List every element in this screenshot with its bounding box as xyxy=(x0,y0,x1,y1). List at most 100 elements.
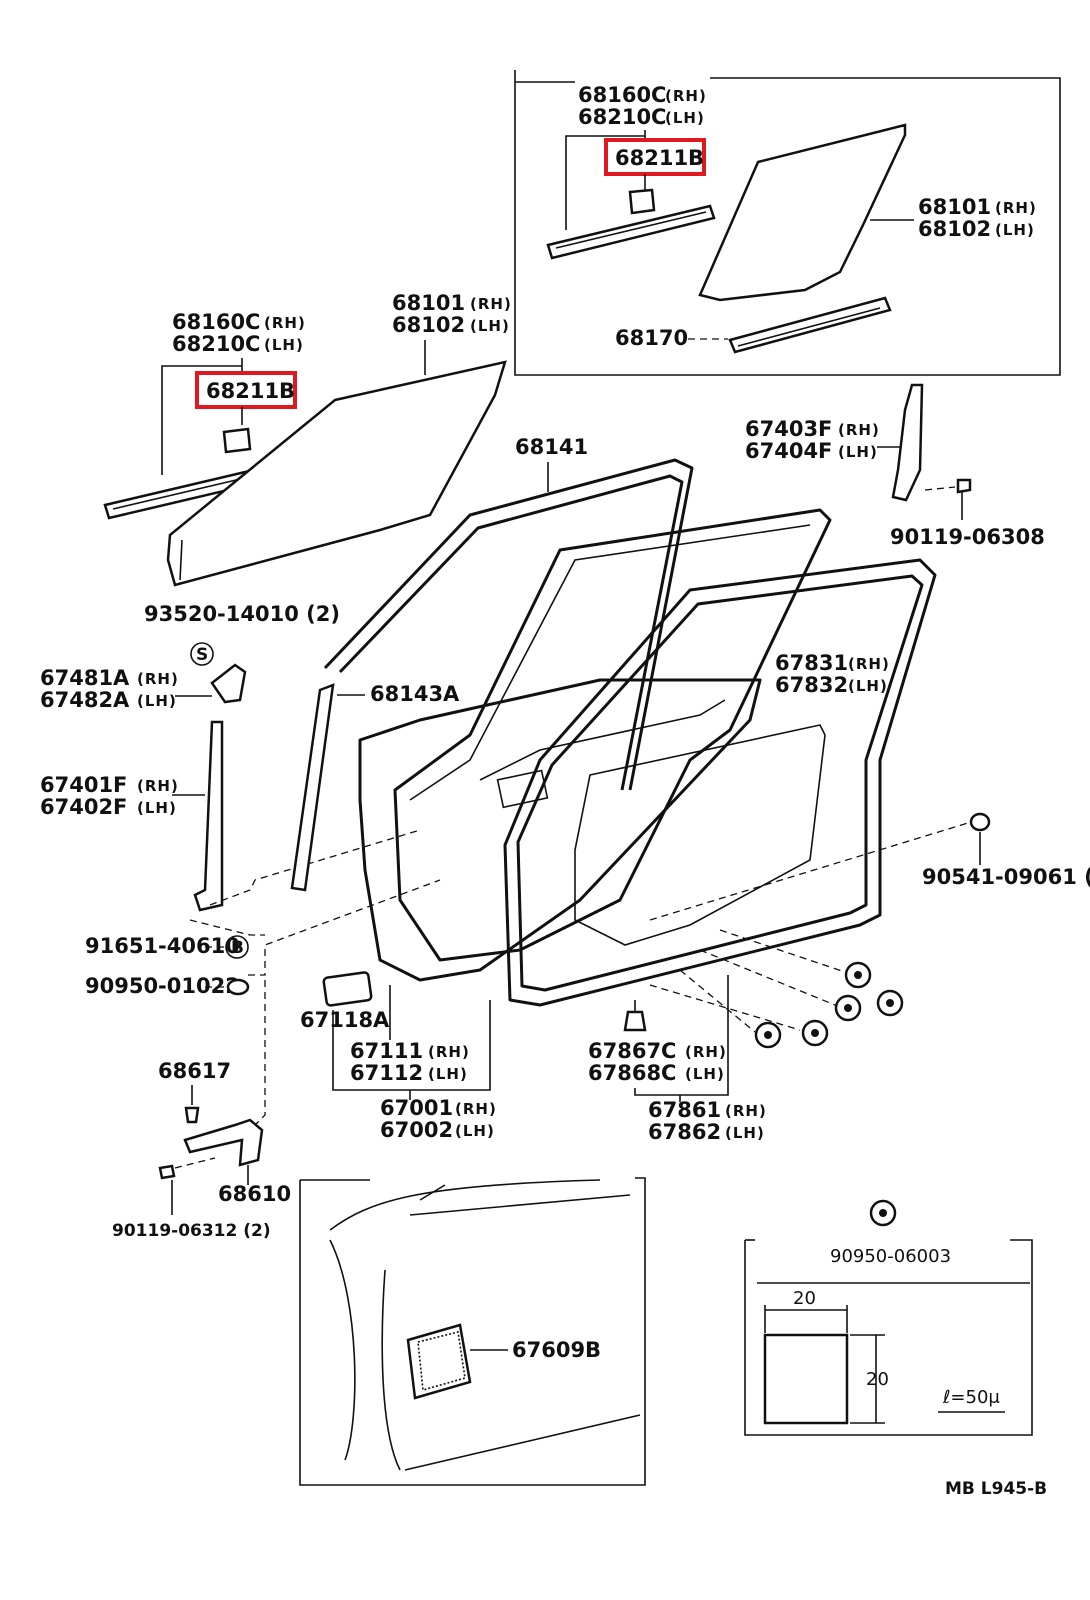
service-hole-cover xyxy=(574,724,826,946)
seal-lh-label: 67862 xyxy=(648,1120,721,1144)
sub-channel-label: 68143A xyxy=(370,682,460,706)
rear-frame-rh-label: 67403F xyxy=(745,417,832,441)
rear-frame-rh-side: (RH) xyxy=(838,421,880,439)
run-channel-outer xyxy=(323,458,694,791)
weatherstrip-rh-label: 67831 xyxy=(775,651,848,675)
rear-frame-part xyxy=(891,383,924,502)
check-screw-part xyxy=(158,1164,176,1180)
panel-rh-label: 67111 xyxy=(350,1039,423,1063)
weatherstrip-rh-side: (RH) xyxy=(848,655,890,673)
inset-glass-lh-side: (LH) xyxy=(995,221,1035,239)
s-symbol-label: S xyxy=(196,645,208,665)
inset-moulding-lh-label: 68210C xyxy=(578,105,666,129)
door-check-part xyxy=(183,1118,264,1167)
door-lh-label: 67002 xyxy=(380,1118,453,1142)
cover-part xyxy=(322,971,373,1007)
glass-lh-label: 68102 xyxy=(392,313,465,337)
front-frame-rh-side: (RH) xyxy=(137,777,179,795)
inset-clip-part xyxy=(628,188,656,215)
patch-width-label: 20 xyxy=(793,1288,816,1309)
door-check-label: 68610 xyxy=(218,1182,291,1206)
top-screw-part xyxy=(956,478,972,494)
right-clip-part xyxy=(969,812,991,832)
plug-small-part xyxy=(226,978,250,996)
bracket-lh-label: 67482A xyxy=(40,688,130,712)
front-frame-lh-side: (LH) xyxy=(137,799,177,817)
film-part xyxy=(406,1323,472,1400)
retainer-lh-label: 67868C xyxy=(588,1061,676,1085)
retainer-lh-side: (LH) xyxy=(685,1065,725,1083)
inset-box xyxy=(514,70,1061,376)
film-label: 67609B xyxy=(512,1338,601,1362)
door-glass xyxy=(166,360,507,587)
inset-channel-label: 68170 xyxy=(615,326,688,350)
plug-small-label: 90950-01022 xyxy=(85,974,240,998)
inset-glass-lh-label: 68102 xyxy=(918,217,991,241)
door-rh-label: 67001 xyxy=(380,1096,453,1120)
clip-rings xyxy=(754,961,904,1049)
door-lh-side: (LH) xyxy=(455,1122,495,1140)
run-channel-inner xyxy=(338,474,684,791)
retainer-rh-label: 67867C xyxy=(588,1039,676,1063)
check-bolt-label: 68617 xyxy=(158,1059,231,1083)
inset-moulding-lh-side: (LH) xyxy=(665,109,705,127)
patch-height-label: 20 xyxy=(866,1369,889,1390)
patch-thickness-label: ℓ=50μ xyxy=(942,1387,1000,1408)
inset-clip-highlight-label: 68211B xyxy=(615,146,704,170)
door-shell-outer xyxy=(358,678,762,982)
right-clip-label: 90541-09061 (2) xyxy=(922,865,1090,889)
inset-moulding-strip xyxy=(546,204,716,260)
cover-label: 67118A xyxy=(300,1008,390,1032)
glass-rh-side: (RH) xyxy=(470,295,512,313)
check-bolt-part xyxy=(184,1106,200,1124)
moulding-rh-label: 68160C xyxy=(172,310,260,334)
inset-clip-highlight-box xyxy=(604,138,706,176)
door-shell-frame xyxy=(393,508,832,962)
seal-rh-label: 67861 xyxy=(648,1098,721,1122)
front-frame-rh-label: 67401F xyxy=(40,773,127,797)
s-symbol-circle xyxy=(190,642,214,666)
inset-glass-rh-side: (RH) xyxy=(995,199,1037,217)
patch-ring-icon xyxy=(869,1199,897,1227)
patch-square xyxy=(763,1333,849,1425)
glass-bolt-label: 93520-14010 (2) xyxy=(144,602,340,626)
panel-lh-label: 67112 xyxy=(350,1061,423,1085)
retainer-rh-side: (RH) xyxy=(685,1043,727,1061)
weatherstrip-lh-label: 67832 xyxy=(775,673,848,697)
panel-rh-side: (RH) xyxy=(428,1043,470,1061)
rear-frame-lh-label: 67404F xyxy=(745,439,832,463)
weatherstrip-lh-side: (LH) xyxy=(848,677,888,695)
bracket-rh-label: 67481A xyxy=(40,666,130,690)
glass-lh-side: (LH) xyxy=(470,317,510,335)
bracket-rh-side: (RH) xyxy=(137,670,179,688)
weatherstrip-outer xyxy=(503,558,937,1007)
footer-code: MB L945-B xyxy=(945,1479,1047,1499)
retainer-part xyxy=(623,1010,647,1032)
check-screw-label: 90119-06312 (2) xyxy=(112,1221,271,1241)
clip-highlight-box xyxy=(195,371,297,409)
moulding-rh-side: (RH) xyxy=(264,314,306,332)
moulding-lh-side: (LH) xyxy=(264,336,304,354)
clip-highlight-label: 68211B xyxy=(206,379,295,403)
moulding-lh-label: 68210C xyxy=(172,332,260,356)
bracket-part xyxy=(210,663,247,704)
inset-door-glass xyxy=(698,123,907,302)
sub-channel-part xyxy=(290,683,335,892)
seal-lh-side: (LH) xyxy=(725,1124,765,1142)
inset-moulding-rh-label: 68160C xyxy=(578,83,666,107)
run-channel-label: 68141 xyxy=(515,435,588,459)
glass-rh-label: 68101 xyxy=(392,291,465,315)
top-screw-label: 90119-06308 xyxy=(890,525,1045,549)
panel-lh-side: (LH) xyxy=(428,1065,468,1083)
inset-bottom-channel xyxy=(728,296,892,354)
door-rh-side: (RH) xyxy=(455,1100,497,1118)
b-symbol-label: B xyxy=(231,938,244,958)
seal-rh-side: (RH) xyxy=(725,1102,767,1120)
patch-part-label: 90950-06003 xyxy=(830,1246,951,1267)
b-symbol-circle xyxy=(225,935,249,959)
weatherstrip-inner xyxy=(516,574,924,992)
clip-part xyxy=(222,427,252,454)
inset-moulding-rh-side: (RH) xyxy=(665,87,707,105)
inset-glass-rh-label: 68101 xyxy=(918,195,991,219)
